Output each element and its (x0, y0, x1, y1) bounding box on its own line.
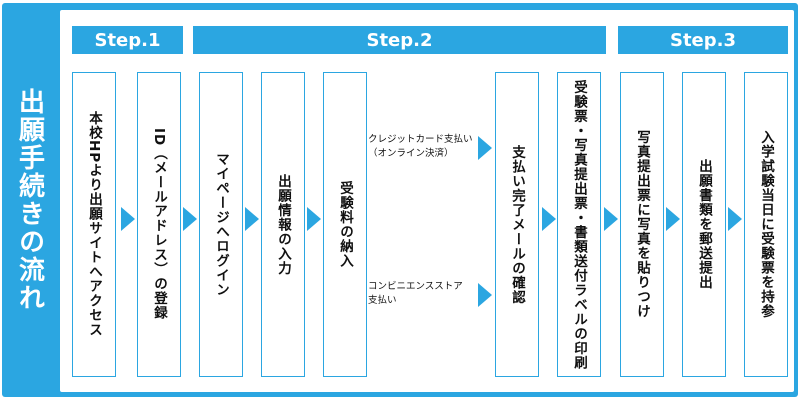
step-box-label: マイページへログイン (213, 152, 229, 297)
step-box-register-id: ID（メールアドレス）の登録 (137, 72, 181, 377)
arrow-right-icon (666, 207, 680, 231)
flow-panel (60, 10, 794, 392)
step-box-label: ID（メールアドレス）の登録 (151, 128, 167, 321)
step-box-bring-admission-ticket: 入学試験当日に受験票を持参 (744, 72, 788, 377)
step-2-header: Step.2 (193, 26, 606, 54)
step-box-label: 写真提出票に写真を貼りつけ (634, 130, 650, 319)
arrow-right-icon (121, 207, 135, 231)
step-box-label: 出願書類を郵送提出 (696, 159, 712, 290)
arrow-right-icon (478, 136, 492, 160)
side-title-text: 出願手続きの流れ (14, 88, 45, 312)
step-box-label: 受験料の納入 (337, 181, 353, 268)
step-box-enter-info: 出願情報の入力 (261, 72, 305, 377)
side-title: 出願手続きの流れ (2, 3, 58, 397)
arrow-right-icon (245, 207, 259, 231)
branch-credit-card-label: クレジットカード支払い （オンライン決済） (368, 134, 473, 159)
arrow-right-icon (307, 207, 321, 231)
step-box-label: 本校HPより出願サイトへアクセス (86, 111, 102, 338)
step-box-access-site: 本校HPより出願サイトへアクセス (72, 72, 116, 377)
step-box-label: 出願情報の入力 (275, 173, 291, 276)
step-box-label: 入学試験当日に受験票を持参 (758, 130, 774, 319)
arrow-right-icon (728, 207, 742, 231)
step-box-label: 支払い完了メールの確認 (509, 144, 525, 305)
step-1-header: Step.1 (72, 26, 183, 54)
step-box-mail-documents: 出願書類を郵送提出 (682, 72, 726, 377)
step-box-pay-fee: 受験料の納入 (323, 72, 367, 377)
arrow-right-icon (542, 207, 556, 231)
step-box-print-documents: 受験票・写真提出票・書類送付ラベルの印刷 (557, 72, 601, 377)
branch-convenience-store-label: コンビニエンスストア 支払い (368, 281, 463, 306)
arrow-right-icon (604, 207, 618, 231)
arrow-right-icon (183, 207, 197, 231)
step-box-login: マイページへログイン (199, 72, 243, 377)
step-box-confirm-email: 支払い完了メールの確認 (495, 72, 539, 377)
arrow-right-icon (478, 283, 492, 307)
step-box-attach-photo: 写真提出票に写真を貼りつけ (620, 72, 664, 377)
step-box-label: 受験票・写真提出票・書類送付ラベルの印刷 (571, 79, 587, 370)
step-3-header: Step.3 (618, 26, 788, 54)
